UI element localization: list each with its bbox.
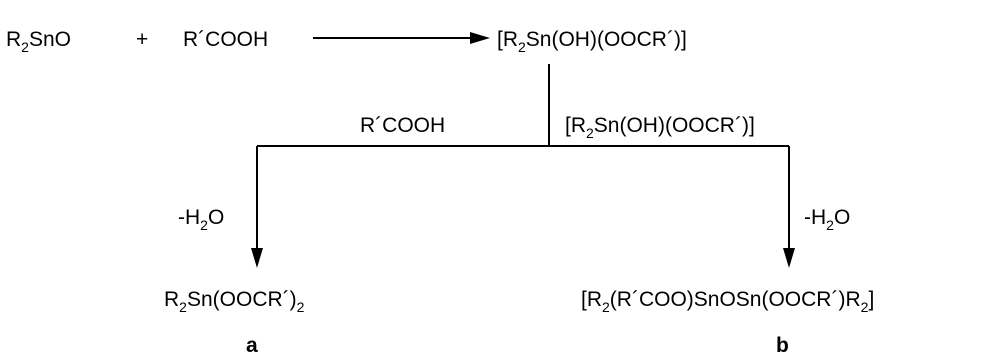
product-a-formula: R2Sn(OOCR´)2 <box>164 288 305 315</box>
left-condition: -H2O <box>178 206 224 233</box>
reactant-r2sno: R2SnO <box>6 28 71 55</box>
right-condition: -H2O <box>804 206 850 233</box>
intermediate-complex: [R2Sn(OH)(OOCR´)] <box>497 28 687 55</box>
label-a: a <box>246 334 258 357</box>
plus-sign: + <box>136 28 148 51</box>
right-branch-reagent: [R2Sn(OH)(OOCR´)] <box>565 114 755 141</box>
product-b-formula: [R2(R´COO)SnOSn(OOCR´)R2] <box>581 288 874 315</box>
reactant-acid: R´COOH <box>183 28 268 51</box>
label-b: b <box>776 334 789 357</box>
left-branch-reagent: R´COOH <box>360 114 445 137</box>
left-arrow-head <box>251 248 263 268</box>
reaction-arrow-main-head <box>470 32 490 44</box>
right-arrow-head <box>783 248 795 268</box>
